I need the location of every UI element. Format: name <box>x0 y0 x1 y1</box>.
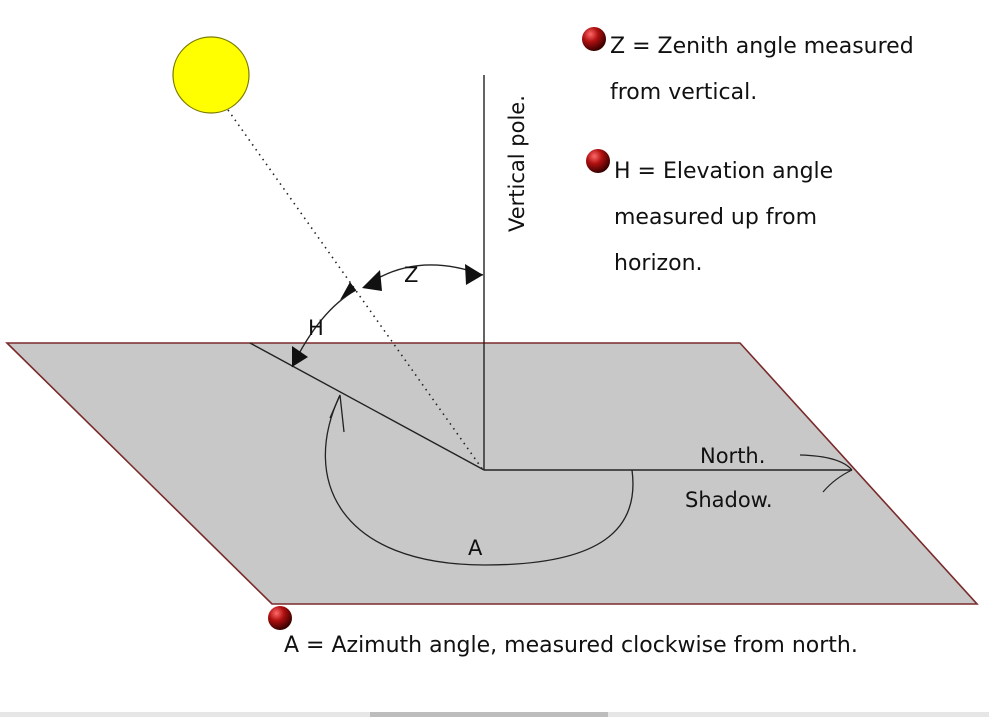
azimuth-arrow-head <box>329 394 345 433</box>
zenith-arrow-left <box>362 270 382 291</box>
scrollbar-thumb[interactable] <box>370 712 608 717</box>
legend-elevation-line1: H = Elevation angle <box>614 159 833 184</box>
elevation-arrow-bottom <box>292 346 308 367</box>
legend-azimuth-line1: A = Azimuth angle, measured clockwise fr… <box>284 633 858 658</box>
ground-plane <box>5 342 979 605</box>
azimuth-angle-label: A <box>468 536 483 560</box>
legend-bullet-elevation <box>586 149 610 173</box>
horizontal-scrollbar[interactable] <box>0 712 989 717</box>
legend-zenith-line1: Z = Zenith angle measured <box>610 34 914 59</box>
zenith-arc <box>363 264 484 288</box>
legend-bullet-azimuth <box>268 606 292 630</box>
elevation-arrow-top <box>340 282 356 300</box>
sun <box>172 36 250 114</box>
elevation-angle-label: H <box>308 316 324 340</box>
vertical-pole-label: Vertical pole. <box>505 95 529 232</box>
shadow-label: Shadow. <box>685 488 773 512</box>
zenith-angle-label: Z <box>404 263 418 287</box>
north-arrow-curve-top <box>799 454 853 471</box>
north-label: North. <box>700 444 765 468</box>
legend-elevation-line3: horizon. <box>614 251 703 276</box>
horizon-line <box>249 342 485 471</box>
zenith-arrow-right <box>465 264 483 285</box>
legend-elevation-line2: measured up from <box>614 205 817 230</box>
legend-zenith-line2: from vertical. <box>610 80 757 105</box>
azimuth-arc <box>324 394 634 566</box>
north-arrow-curve-bottom <box>822 469 853 493</box>
legend-bullet-zenith <box>582 27 606 51</box>
